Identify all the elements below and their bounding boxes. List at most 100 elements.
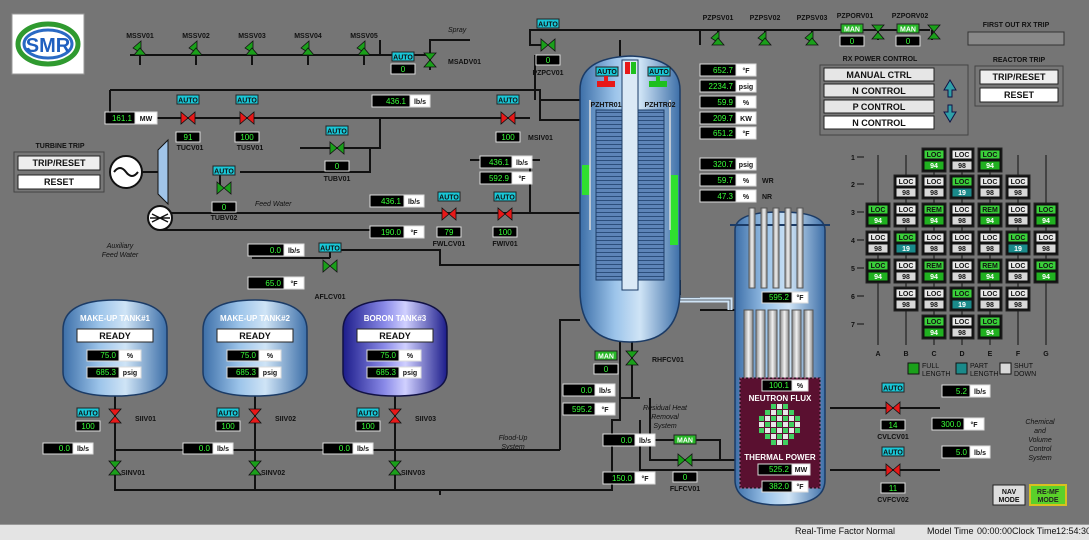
siiv-valve-1[interactable]: [108, 408, 122, 424]
rx-power-button-2[interactable]: [823, 99, 935, 114]
fuel-assembly: [795, 428, 800, 433]
pzpcv-mode: AUTO: [538, 22, 558, 29]
pzporv1-valve[interactable]: [871, 24, 885, 40]
rx-power-button-3[interactable]: [823, 115, 935, 130]
tubv01-valve[interactable]: [329, 141, 345, 155]
mssv-valve-4[interactable]: [300, 40, 315, 56]
rhr-temp-unit: °F: [601, 406, 609, 414]
pzpsv-valve-2[interactable]: [757, 30, 772, 46]
rhr-flow-readout: 0.0 lb/s: [562, 383, 616, 397]
sinv-valve-2[interactable]: [248, 460, 262, 476]
cvfcv-mode: AUTO: [883, 450, 903, 457]
thermal-power-label: THERMAL POWER: [744, 453, 816, 462]
reactor-trip-reset-button[interactable]: [979, 69, 1059, 85]
mssv-valve-2[interactable]: [188, 40, 203, 56]
core-cell-mode: REM: [926, 263, 942, 270]
flfcv-valve[interactable]: [677, 453, 693, 467]
cvfcv-valve[interactable]: [885, 463, 901, 477]
rx-power-up-arrow-icon[interactable]: [943, 79, 957, 98]
sinv-valve-1[interactable]: [108, 460, 122, 476]
pz-readout-value-2: 59.9: [717, 98, 733, 107]
turbine-trip-reset-button[interactable]: [17, 155, 101, 171]
reactor-reset-button[interactable]: [979, 87, 1059, 103]
pzhtr02-indicator[interactable]: AUTO PZHTR02: [644, 66, 676, 109]
msadv-valve[interactable]: [423, 52, 437, 68]
core-cell-mode: LOC: [955, 235, 970, 242]
cvlcv-valve[interactable]: [885, 401, 901, 415]
mssv-valve-3[interactable]: [244, 40, 259, 56]
rhr-label-3: System: [653, 423, 677, 430]
siiv-valve-3[interactable]: [388, 408, 402, 424]
rx-power-down-arrow-icon[interactable]: [943, 104, 957, 123]
pzpsv-valve-3[interactable]: [804, 30, 819, 46]
core-cell-mode: LOC: [927, 179, 942, 186]
siiv-valve-2[interactable]: [248, 408, 262, 424]
fwiv-valve[interactable]: [497, 207, 513, 221]
aflcv-valve[interactable]: [322, 259, 338, 273]
msiv-valve[interactable]: [500, 111, 516, 125]
sg-readout-value-0: 320.7: [713, 160, 734, 169]
tusv-valve[interactable]: [239, 111, 255, 125]
sinv-valve-3[interactable]: [388, 460, 402, 476]
flfcv-label: FLFCV01: [670, 486, 700, 493]
mssv-valve-5[interactable]: [356, 40, 371, 56]
rhfcv-valve[interactable]: [625, 350, 639, 366]
core-cell-value: 98: [902, 302, 910, 309]
steam-flow-unit: lb/s: [414, 99, 426, 106]
pzpsv-valve-1[interactable]: [710, 30, 725, 46]
mssv-valve-1[interactable]: [132, 40, 147, 56]
flood-up-label-1: Flood-Up: [499, 435, 528, 442]
nav-mode-button[interactable]: NAV MODE: [992, 484, 1026, 506]
pzhtr01-indicator[interactable]: AUTO PZHTR01: [590, 66, 622, 109]
pzpcv-valve[interactable]: [540, 38, 556, 52]
rx-power-button-1[interactable]: [823, 83, 935, 98]
pzporv2-valve[interactable]: [927, 24, 941, 40]
re-mf-mode-button[interactable]: RE-MF MODE: [1029, 484, 1067, 506]
fuel-assembly: [777, 434, 782, 439]
tubv02-valve[interactable]: [216, 181, 232, 195]
core-row-label-0: 1: [851, 155, 855, 162]
tucv-valve[interactable]: [180, 111, 196, 125]
rx-power-button-0[interactable]: [823, 67, 935, 82]
fuel-assembly: [771, 404, 776, 409]
turbine-reset-button[interactable]: [17, 174, 101, 190]
fwlcv-valve[interactable]: [441, 207, 457, 221]
